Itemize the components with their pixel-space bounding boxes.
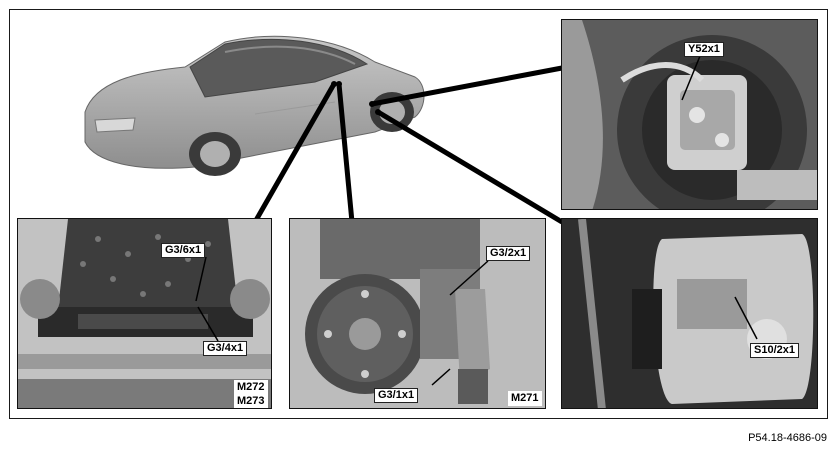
engine-tag-m273: M273 [234,394,268,408]
engine-tag-m271: M271 [508,391,542,406]
label-g3-1x1: G3/1x1 [374,388,419,403]
hydraulic-unit-photo: Y52x1 [561,19,818,210]
label-s10-2x1: S10/2x1 [750,343,799,358]
engine-tag-m272: M272 [234,380,268,395]
front-axle-photo: G3/6x1 G3/4x1 M272 M273 [17,218,272,409]
brake-caliper-photo: S10/2x1 [561,218,818,409]
label-g3-4x1: G3/4x1 [203,341,248,356]
car-illustration [84,35,425,176]
label-g3-6x1: G3/6x1 [161,243,206,258]
label-g3-2x1: G3/2x1 [486,246,531,261]
figure-reference: P54.18-4686-09 [748,432,827,444]
label-y52x1: Y52x1 [684,42,724,57]
engine-photo: G3/2x1 G3/1x1 M271 [289,218,546,409]
